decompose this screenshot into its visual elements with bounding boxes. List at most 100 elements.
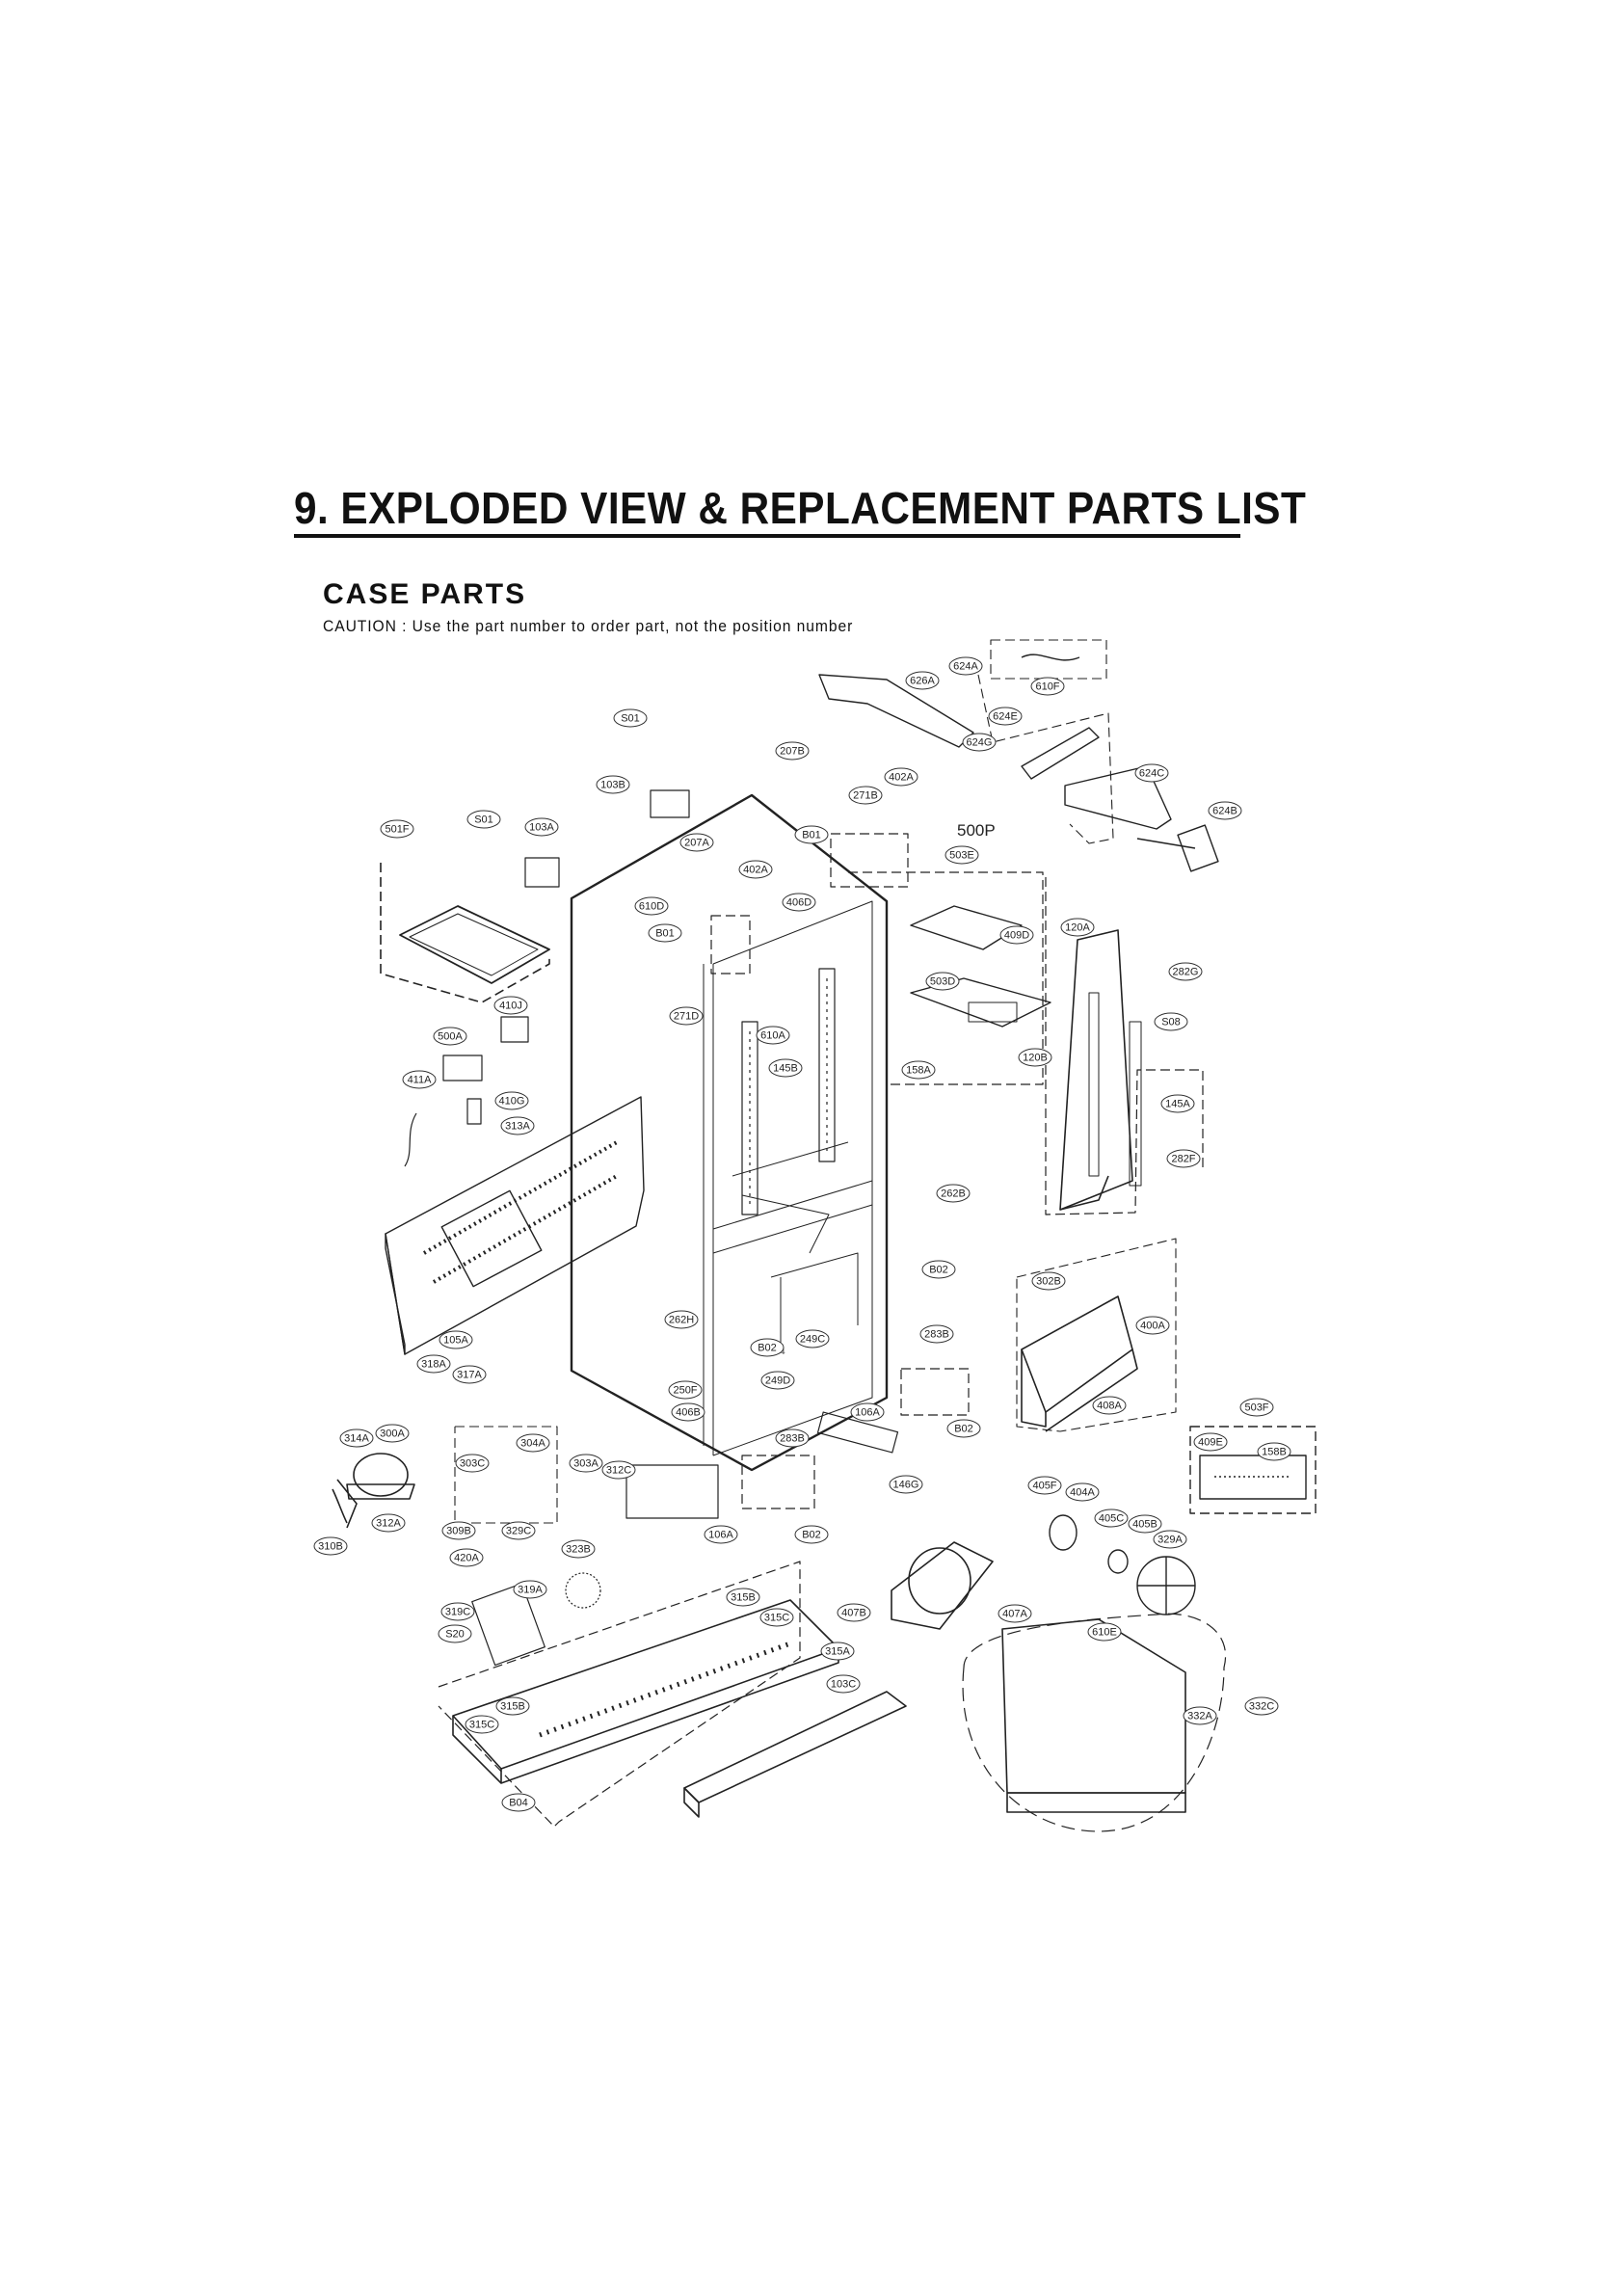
part-label: 319C: [445, 1606, 470, 1617]
cabinet-body: [570, 793, 889, 1472]
part-callout-314a: 314A: [339, 1428, 374, 1448]
part-label: 400A: [1140, 1320, 1165, 1331]
part-label: 610A: [760, 1029, 785, 1041]
part-callout-282g: 282G: [1168, 962, 1203, 981]
part-label: 103C: [831, 1678, 856, 1690]
part-label: 409D: [1004, 929, 1029, 941]
part-label: 610D: [639, 900, 664, 912]
part-callout-405f: 405F: [1027, 1476, 1062, 1495]
part-callout-409d: 409D: [999, 925, 1034, 945]
part-label: 323B: [566, 1543, 591, 1555]
part-callout-503e: 503E: [945, 845, 979, 865]
part-label: 500A: [438, 1030, 463, 1042]
part-label: 407A: [1002, 1608, 1027, 1619]
part-label: 158B: [1262, 1446, 1287, 1457]
part-label: 145B: [773, 1062, 798, 1074]
part-label: 318A: [421, 1358, 446, 1370]
part-callout-406d: 406D: [782, 893, 816, 912]
part-callout-302b: 302B: [1031, 1271, 1066, 1291]
part-callout-158b: 158B: [1257, 1442, 1291, 1461]
label-500p: 500P: [957, 821, 996, 840]
part-callout-407b: 407B: [837, 1603, 871, 1622]
part-callout-410g: 410G: [494, 1091, 529, 1110]
part-callout-271d: 271D: [669, 1006, 704, 1026]
part-label: 207A: [684, 837, 709, 848]
part-label: 329A: [1157, 1534, 1183, 1545]
part-label: 610E: [1092, 1626, 1117, 1638]
part-label: 309B: [446, 1525, 471, 1536]
part-label: 405F: [1032, 1480, 1056, 1491]
part-label: 410G: [499, 1095, 525, 1107]
part-callout-315b: 315B: [495, 1696, 530, 1716]
part-callout-103a: 103A: [524, 817, 559, 837]
part-label: 319A: [518, 1584, 543, 1595]
part-label: 610F: [1035, 681, 1059, 692]
part-label: 249C: [800, 1333, 825, 1345]
part-callout-402a: 402A: [738, 860, 773, 879]
part-label: 312C: [606, 1464, 631, 1476]
part-label: B02: [802, 1529, 821, 1540]
part-callout-271b: 271B: [848, 786, 883, 805]
part-label: 404A: [1070, 1486, 1095, 1498]
part-label: 317A: [457, 1369, 482, 1380]
part-label: 624C: [1139, 767, 1164, 779]
part-label: 315C: [469, 1719, 494, 1730]
part-label: 106A: [708, 1529, 733, 1540]
part-callout-315a: 315A: [820, 1642, 855, 1661]
part-label: 624B: [1212, 805, 1237, 816]
part-callout-207a: 207A: [679, 833, 714, 852]
part-callout-313a: 313A: [500, 1116, 535, 1135]
part-label: 624A: [953, 660, 978, 672]
part-callout-610f: 610F: [1030, 677, 1065, 696]
section-title: CASE PARTS: [323, 578, 527, 610]
part-callout-329c: 329C: [501, 1521, 536, 1540]
part-label: 262B: [941, 1188, 966, 1199]
part-callout-315b: 315B: [726, 1588, 760, 1607]
part-label: 106A: [855, 1406, 880, 1418]
part-label: 626A: [910, 675, 935, 686]
part-callout-332c: 332C: [1244, 1696, 1279, 1716]
part-callout-120a: 120A: [1060, 918, 1095, 937]
part-callout-405c: 405C: [1094, 1508, 1129, 1528]
part-callout-s08: S08: [1154, 1012, 1188, 1031]
part-label: 406B: [676, 1406, 701, 1418]
part-label: 303C: [460, 1457, 485, 1469]
part-callout-406b: 406B: [671, 1402, 705, 1422]
part-label: 407B: [841, 1607, 866, 1618]
part-callout-317a: 317A: [452, 1365, 487, 1384]
part-callout-624b: 624B: [1208, 801, 1242, 820]
part-label: S01: [621, 712, 640, 724]
part-callout-404a: 404A: [1065, 1482, 1100, 1502]
part-label: 501F: [385, 823, 409, 835]
part-label: 249D: [765, 1375, 790, 1386]
back-cover-313a: [385, 1096, 645, 1355]
part-label: 303A: [573, 1457, 599, 1469]
part-callout-145a: 145A: [1160, 1094, 1195, 1113]
part-label: 120A: [1065, 921, 1090, 933]
part-callout-b02: B02: [750, 1338, 785, 1357]
tray-501f: [380, 863, 550, 1003]
part-callout-610e: 610E: [1087, 1622, 1122, 1642]
part-callout-250f: 250F: [668, 1380, 703, 1400]
part-label: 314A: [344, 1432, 369, 1444]
part-callout-408a: 408A: [1092, 1396, 1127, 1415]
fan-motor-404a: [1049, 1514, 1196, 1615]
part-callout-319a: 319A: [513, 1580, 547, 1599]
part-label: 405C: [1099, 1512, 1124, 1524]
title-underline: [294, 534, 1240, 538]
part-callout-103c: 103C: [826, 1674, 861, 1694]
part-callout-s20: S20: [438, 1624, 472, 1643]
part-label: B02: [758, 1342, 777, 1353]
part-callout-s01: S01: [466, 810, 501, 829]
part-callout-410j: 410J: [493, 996, 528, 1015]
part-label: 315B: [731, 1591, 756, 1603]
part-callout-315c: 315C: [759, 1608, 794, 1627]
part-label: 207B: [780, 745, 805, 757]
part-label: 624E: [993, 710, 1018, 722]
caution-note: CAUTION : Use the part number to order p…: [323, 617, 854, 635]
part-label: B02: [929, 1264, 948, 1275]
part-callout-411a: 411A: [402, 1070, 437, 1089]
part-label: 313A: [505, 1120, 530, 1132]
part-label: B01: [802, 829, 821, 841]
part-label: 146G: [893, 1479, 919, 1490]
